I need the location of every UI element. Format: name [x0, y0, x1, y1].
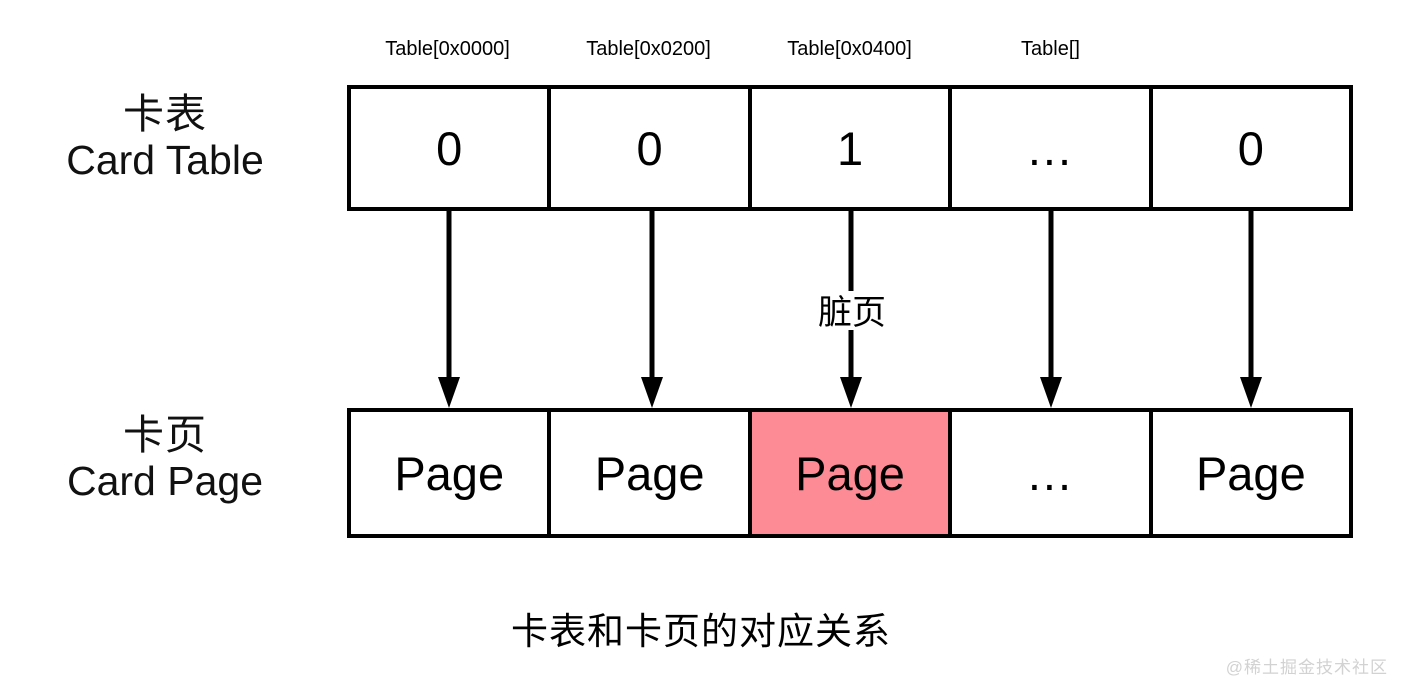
- dirty-page-annotation: 脏页: [790, 296, 914, 330]
- card-page-cell-2-value: Page: [795, 446, 905, 500]
- card-page-cell-3-value: ...: [1027, 446, 1074, 500]
- card-table-cell-4-value: 0: [1237, 121, 1264, 175]
- arrow-card-table-to-page-4: [1239, 209, 1263, 409]
- watermark: @稀土掘金技术社区: [1225, 658, 1388, 677]
- card-page-cell-1[interactable]: Page: [551, 412, 752, 534]
- index-label-0: Table[0x0000]: [385, 38, 510, 60]
- index-label-2: Table[0x0400]: [787, 38, 912, 60]
- card-page-cell-0[interactable]: Page: [351, 412, 552, 534]
- card-table-cell-2[interactable]: 1: [751, 89, 953, 207]
- card-table-cell-0-value: 0: [436, 121, 463, 175]
- card-page-cell-2-dirty[interactable]: Page: [751, 412, 953, 534]
- index-label-3: Table[]: [1021, 38, 1080, 60]
- card-page-cell-3[interactable]: ...: [952, 412, 1153, 534]
- arrow-card-table-to-page-3: [1039, 209, 1063, 409]
- card-table-cells: 0 0 1 ... 0: [347, 85, 1353, 211]
- card-table-cell-4[interactable]: 0: [1152, 89, 1350, 207]
- card-table-label-en: Card Table: [66, 136, 264, 183]
- arrow-card-table-to-page-2: [839, 209, 863, 409]
- card-page-label-zh: 卡页: [123, 412, 207, 458]
- arrow-card-table-to-page-0: [437, 209, 461, 409]
- card-page-cell-1-value: Page: [594, 446, 705, 500]
- card-page-cell-0-value: Page: [394, 446, 505, 500]
- card-page-cells: Page Page Page ... Page: [347, 408, 1353, 538]
- card-table-cell-1[interactable]: 0: [551, 89, 752, 207]
- card-table-cell-1-value: 0: [636, 121, 663, 175]
- card-table-cell-0[interactable]: 0: [351, 89, 552, 207]
- diagram-caption: 卡表和卡页的对应关系: [511, 611, 891, 652]
- card-page-cell-4[interactable]: Page: [1152, 412, 1350, 534]
- card-table-cell-3-value: ...: [1027, 121, 1074, 175]
- card-table-label-zh: 卡表: [123, 91, 207, 137]
- card-table-row-label: 卡表 Card Table: [0, 91, 330, 184]
- arrow-card-table-to-page-1: [640, 209, 664, 409]
- card-page-row-label: 卡页 Card Page: [0, 412, 330, 505]
- card-page-cell-4-value: Page: [1195, 446, 1306, 500]
- card-table-cell-3[interactable]: ...: [952, 89, 1153, 207]
- index-label-1: Table[0x0200]: [586, 38, 711, 60]
- card-page-label-en: Card Page: [66, 457, 263, 504]
- card-table-cell-2-value: 1: [836, 121, 864, 175]
